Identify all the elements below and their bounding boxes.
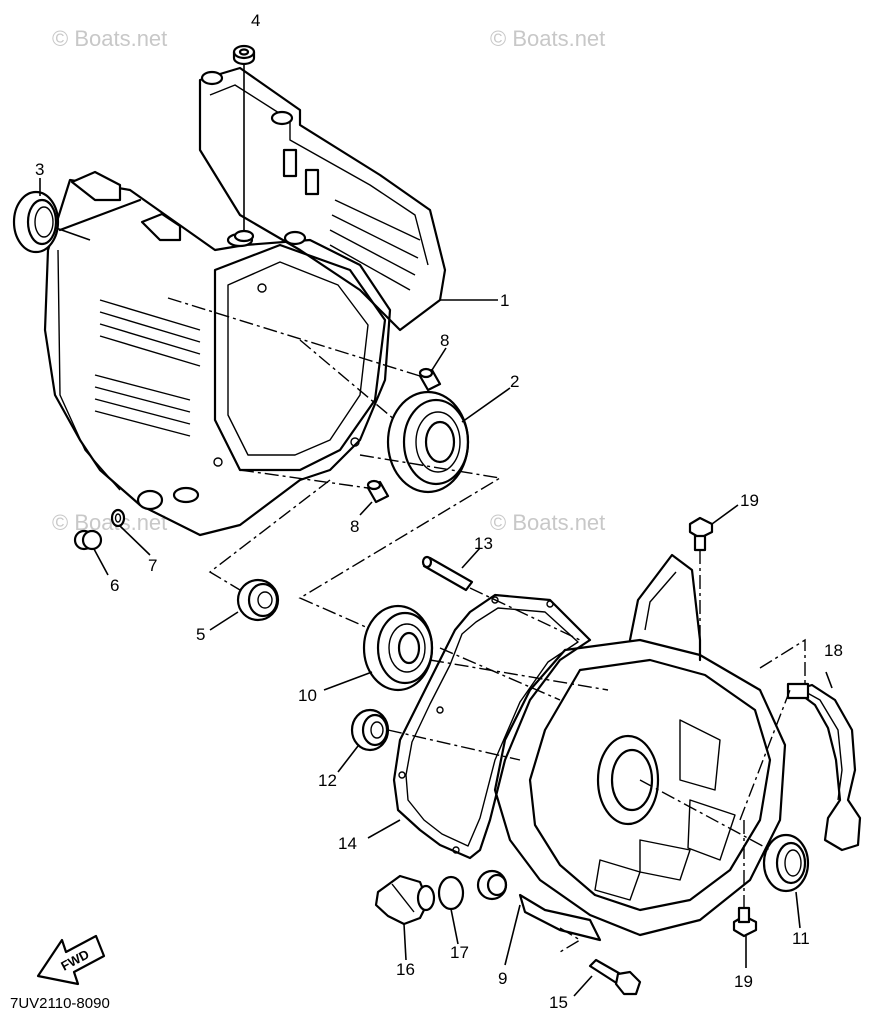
callout-19-upper[interactable]: 19 — [740, 491, 759, 510]
main-bearing-part[interactable] — [386, 390, 470, 494]
washer-part[interactable] — [110, 508, 126, 528]
cable-bracket-part[interactable] — [786, 682, 862, 852]
drain-plug-part[interactable] — [73, 529, 103, 551]
crankcase-part[interactable] — [43, 66, 447, 537]
callout-18[interactable]: 18 — [824, 641, 843, 660]
leader-lines — [39, 178, 833, 997]
oil-seal-part[interactable] — [12, 190, 91, 254]
callout-10[interactable]: 10 — [298, 686, 317, 705]
watermark: © Boats.net — [52, 26, 167, 51]
callout-11[interactable]: 11 — [792, 929, 810, 948]
flange-bolt-upper-part[interactable] — [688, 516, 714, 552]
crank-bearing-part[interactable] — [362, 604, 434, 692]
cover-oil-seal-part[interactable] — [762, 833, 810, 893]
o-ring-part[interactable] — [437, 875, 465, 911]
long-dowel-pin-part[interactable] — [421, 555, 474, 592]
callout-12[interactable]: 12 — [318, 771, 337, 790]
callout-2[interactable]: 2 — [510, 372, 519, 391]
watermark: © Boats.net — [52, 510, 167, 535]
callout-8-upper[interactable]: 8 — [440, 331, 449, 350]
fwd-arrow-icon: FWD — [36, 934, 106, 986]
callout-7[interactable]: 7 — [148, 556, 157, 575]
callout-17[interactable]: 17 — [450, 943, 469, 962]
callout-4[interactable]: 4 — [251, 11, 260, 30]
callout-6[interactable]: 6 — [110, 576, 119, 595]
flange-bolt-lower-part[interactable] — [732, 906, 758, 938]
filler-plug-part[interactable] — [374, 874, 436, 926]
alignment-lines — [167, 297, 806, 953]
dowel-cap-part[interactable] — [232, 44, 256, 243]
callout-14[interactable]: 14 — [338, 834, 357, 853]
diagram-code: 7UV2110-8090 — [10, 995, 110, 1012]
dowel-pin-upper-part[interactable] — [418, 367, 442, 392]
callout-3[interactable]: 3 — [35, 160, 44, 179]
shaft-bearing-part[interactable] — [350, 708, 390, 752]
callout-16[interactable]: 16 — [396, 960, 415, 979]
dowel-pin-lower-part[interactable] — [366, 479, 390, 504]
callout-1[interactable]: 1 — [500, 291, 509, 310]
watermark: © Boats.net — [490, 26, 605, 51]
callout-9[interactable]: 9 — [498, 969, 507, 988]
callout-15[interactable]: 15 — [549, 993, 568, 1012]
callout-8-lower[interactable]: 8 — [350, 517, 359, 536]
callout-labels: 1 2 3 4 5 6 7 8 8 9 10 11 12 13 14 15 16… — [35, 11, 843, 1012]
callout-19-lower[interactable]: 19 — [734, 972, 753, 991]
long-bolt-part[interactable] — [588, 958, 642, 996]
callout-13[interactable]: 13 — [474, 534, 493, 553]
small-bearing-part[interactable] — [236, 578, 280, 622]
crankcase-cover-part[interactable] — [476, 553, 787, 942]
callout-5[interactable]: 5 — [196, 625, 205, 644]
watermark: © Boats.net — [490, 510, 605, 535]
